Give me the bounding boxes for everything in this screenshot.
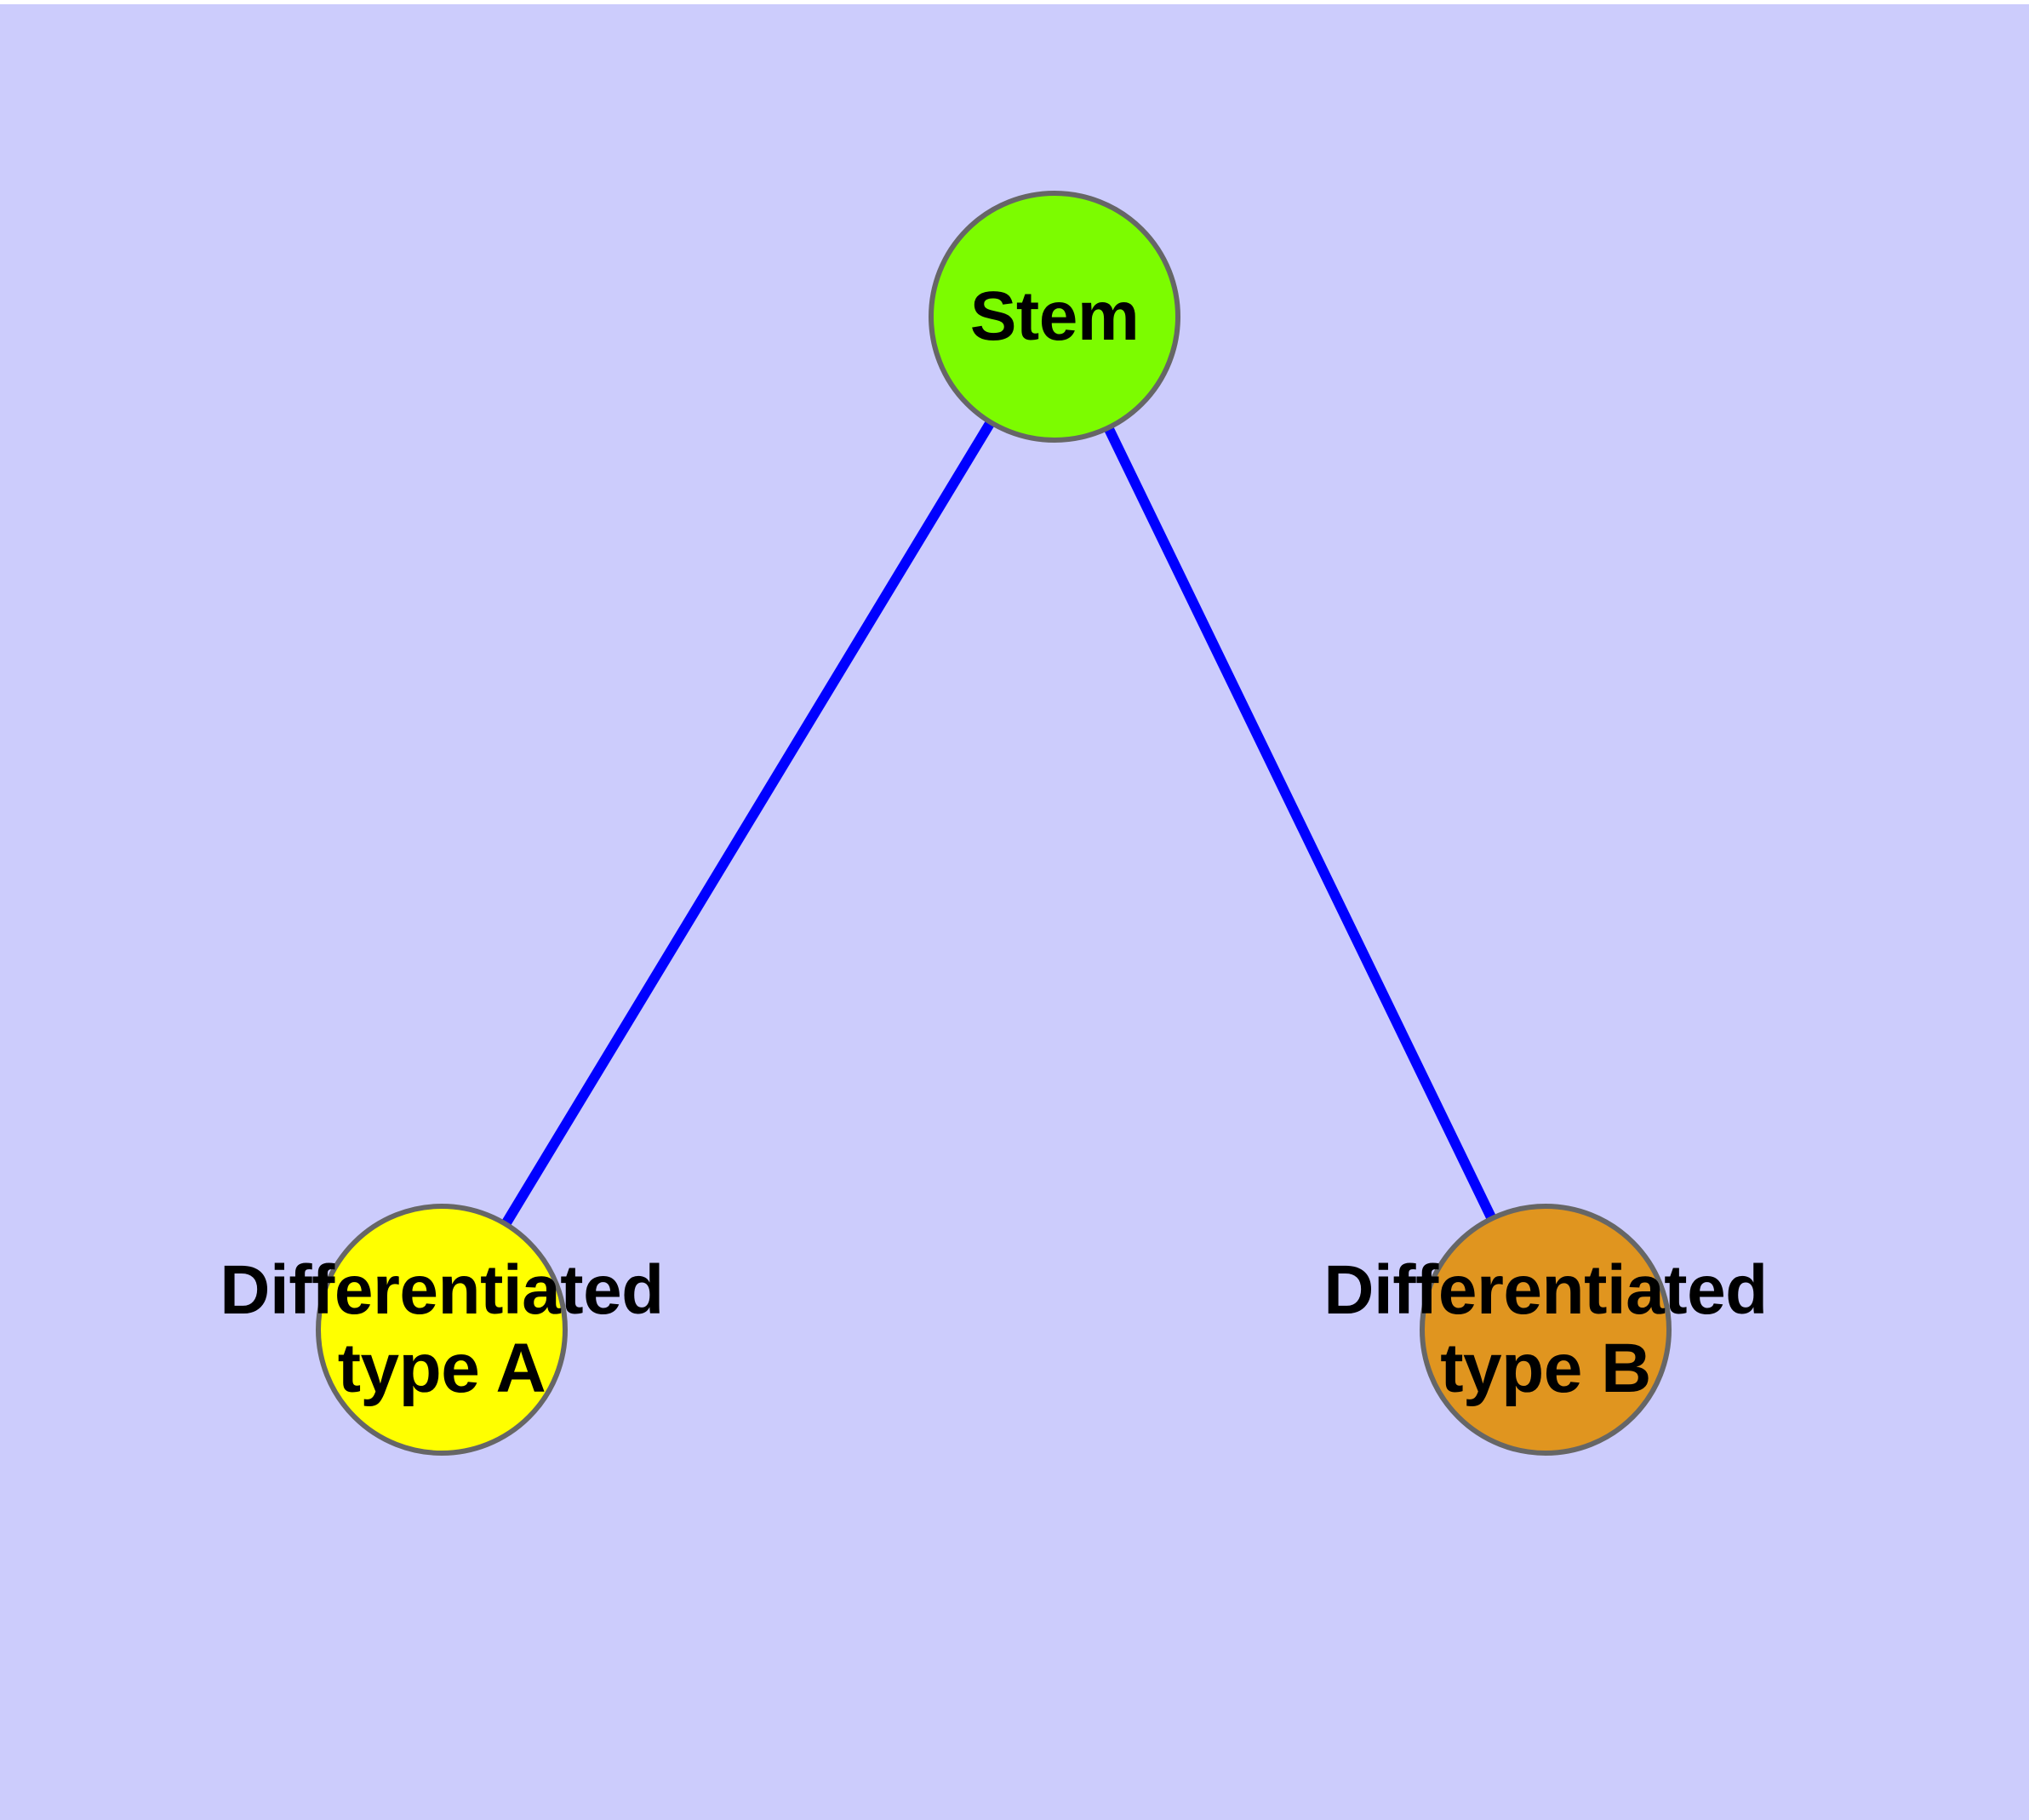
graph-node-diff_b[interactable]: [1420, 1204, 1672, 1456]
graph-node-diff_a[interactable]: [316, 1204, 568, 1456]
graph-node-stem[interactable]: [929, 191, 1180, 443]
graph-edge-stem-diff_a: [501, 420, 995, 1227]
edge-layer: [501, 420, 1496, 1227]
graph-edge-stem-diff_b: [1104, 426, 1496, 1221]
node-layer: [316, 191, 1672, 1456]
graph-svg: [316, 191, 1672, 1456]
